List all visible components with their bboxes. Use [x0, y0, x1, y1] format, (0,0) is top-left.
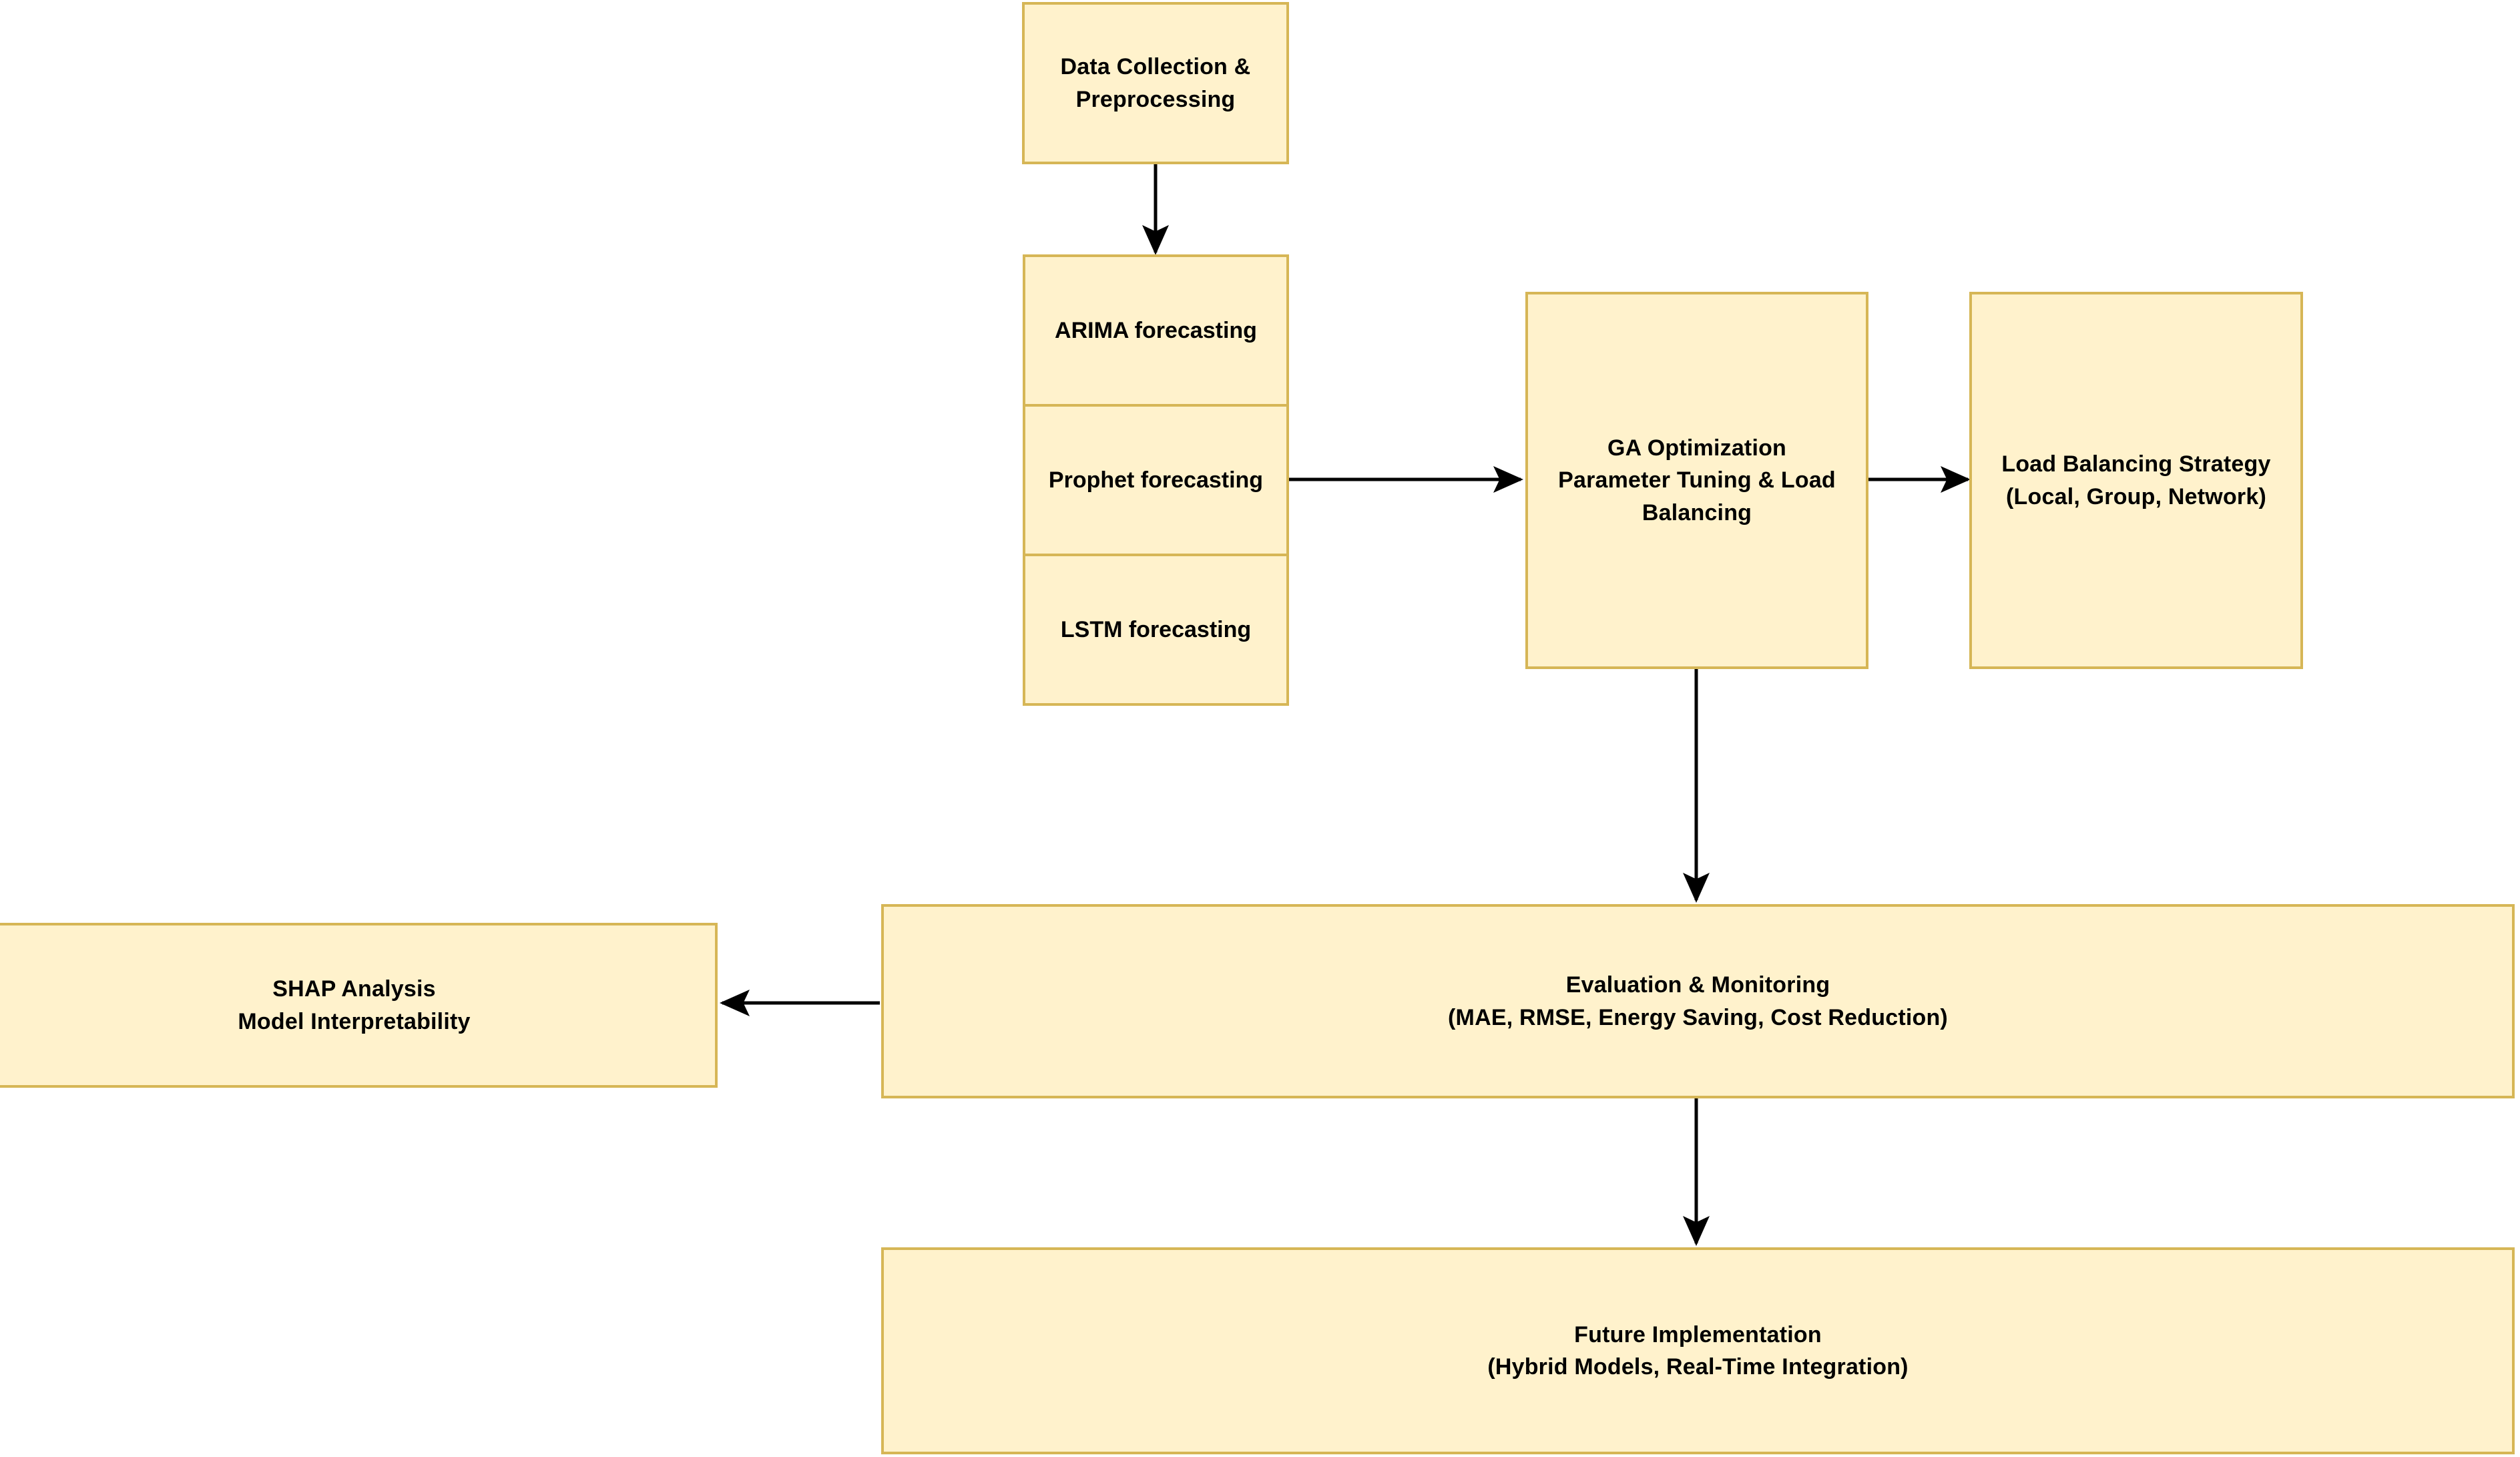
node-arima-forecasting[interactable]: ARIMA forecasting — [1025, 257, 1286, 407]
node-evaluation-line2: (MAE, RMSE, Energy Saving, Cost Reductio… — [1448, 1004, 1948, 1030]
node-prophet-forecasting[interactable]: Prophet forecasting — [1025, 407, 1286, 556]
node-ga-optimization-line2: Parameter Tuning & Load — [1558, 467, 1836, 493]
node-load-balancing-line1: Load Balancing Strategy — [2001, 451, 2271, 477]
node-forecasting-stack: ARIMA forecasting Prophet forecasting LS… — [1023, 254, 1289, 706]
node-data-collection-line1: Data Collection & — [1060, 54, 1251, 80]
node-evaluation-line1: Evaluation & Monitoring — [1565, 972, 1830, 998]
node-prophet-forecasting-label: Prophet forecasting — [1048, 467, 1264, 493]
node-lstm-forecasting-label: LSTM forecasting — [1060, 616, 1252, 642]
node-data-collection-line2: Preprocessing — [1075, 86, 1236, 112]
node-shap-analysis-line1: SHAP Analysis — [272, 976, 436, 1002]
node-load-balancing-line2: (Local, Group, Network) — [2006, 483, 2266, 509]
node-ga-optimization-line3: Balancing — [1642, 499, 1752, 526]
node-evaluation-monitoring[interactable]: Evaluation & Monitoring (MAE, RMSE, Ener… — [881, 904, 2515, 1098]
node-shap-analysis[interactable]: SHAP Analysis Model Interpretability — [0, 923, 718, 1088]
node-future-implementation[interactable]: Future Implementation (Hybrid Models, Re… — [881, 1247, 2515, 1454]
node-shap-analysis-line2: Model Interpretability — [238, 1008, 471, 1034]
node-ga-optimization-line1: GA Optimization — [1607, 435, 1787, 461]
node-data-collection-preprocessing[interactable]: Data Collection & Preprocessing — [1022, 2, 1289, 164]
node-ga-optimization[interactable]: GA Optimization Parameter Tuning & Load … — [1525, 292, 1868, 669]
node-arima-forecasting-label: ARIMA forecasting — [1055, 317, 1257, 343]
node-future-implementation-line1: Future Implementation — [1574, 1321, 1822, 1347]
node-load-balancing-strategy[interactable]: Load Balancing Strategy (Local, Group, N… — [1969, 292, 2303, 669]
node-future-implementation-line2: (Hybrid Models, Real-Time Integration) — [1487, 1354, 1909, 1380]
node-lstm-forecasting[interactable]: LSTM forecasting — [1025, 556, 1286, 703]
